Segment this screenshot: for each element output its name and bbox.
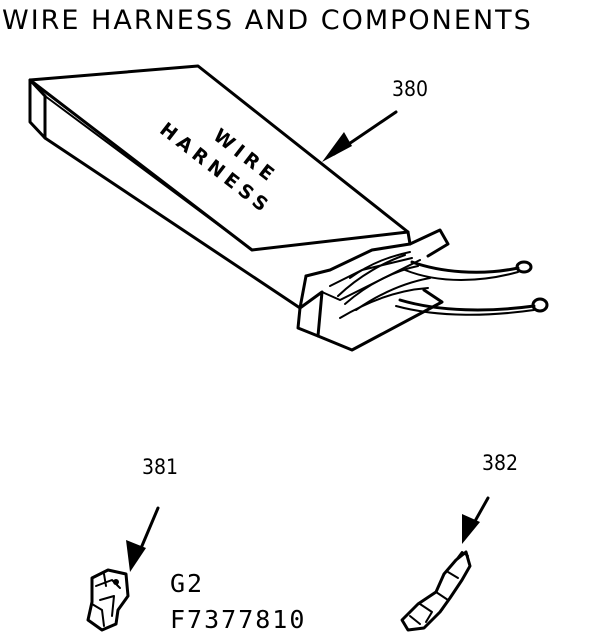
box-label: WIRE HARNESS bbox=[155, 118, 282, 219]
diagram-title: WIRE HARNESS AND COMPONENTS bbox=[2, 5, 533, 36]
code-line1: G2 bbox=[170, 569, 204, 598]
wire-harness-box bbox=[28, 64, 549, 352]
terminal-382 bbox=[400, 550, 472, 632]
callout-380-arrow bbox=[322, 110, 398, 162]
callout-380: 380 bbox=[392, 77, 428, 101]
terminal-381 bbox=[86, 568, 130, 632]
callout-382-arrow bbox=[462, 496, 490, 544]
callout-382: 382 bbox=[482, 451, 518, 475]
callout-381: 381 bbox=[142, 455, 178, 479]
callout-381-arrow bbox=[126, 506, 160, 572]
code-line2: F7377810 bbox=[170, 605, 306, 634]
